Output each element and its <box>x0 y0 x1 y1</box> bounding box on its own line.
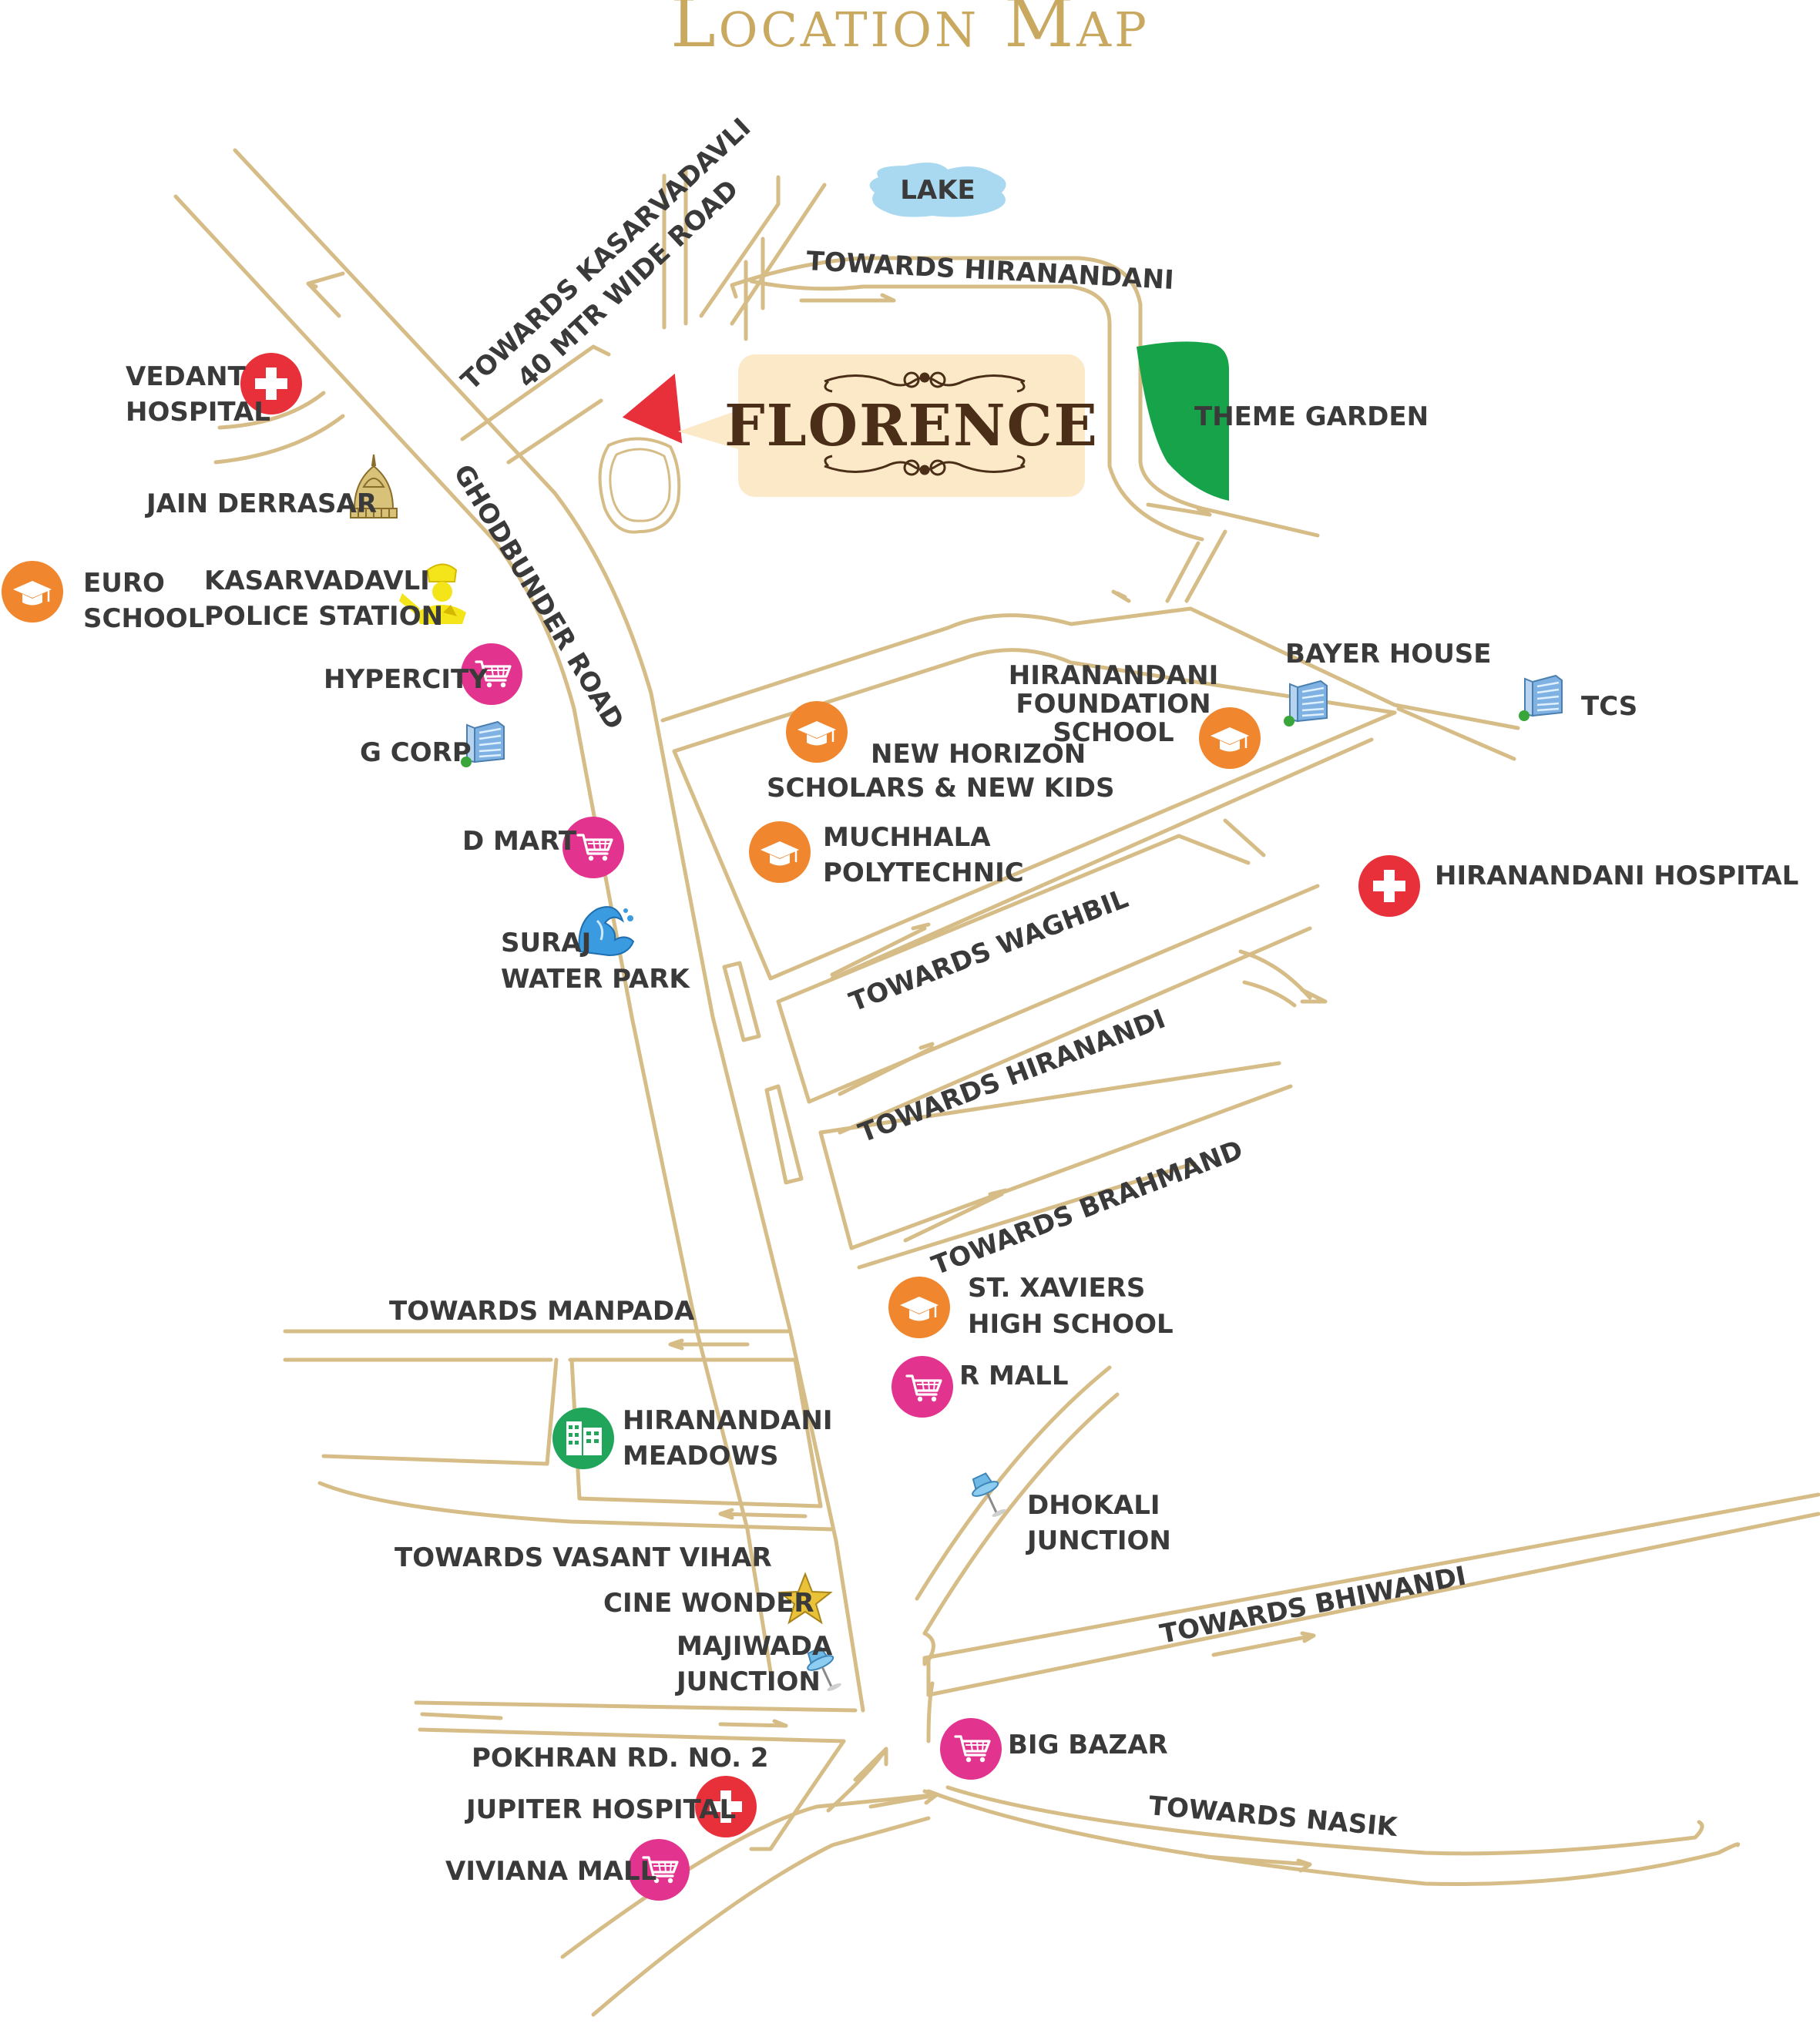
place-big-bazar[interactable]: BIG BAZAR <box>940 1718 1168 1780</box>
place-jupiter-hospital[interactable]: JUPITER HOSPITAL <box>465 1776 757 1837</box>
dhokali-label-2: JUNCTION <box>1026 1525 1171 1556</box>
vedant-label-1: VEDANT <box>126 361 247 392</box>
dmart-label: D MART <box>462 826 577 857</box>
muchhala-label-2: POLYTECHNIC <box>823 857 1024 888</box>
bayer-label: BAYER HOUSE <box>1285 639 1492 669</box>
police-icon <box>399 563 466 624</box>
place-jain-derrasar[interactable]: JAIN DERRASAR <box>145 454 398 519</box>
temple-icon <box>350 454 398 518</box>
place-police-station[interactable]: KASARVADAVLI POLICE STATION <box>204 563 466 633</box>
place-r-mall[interactable]: R MALL <box>892 1356 1069 1418</box>
place-bayer-house[interactable]: BAYER HOUSE <box>1282 639 1492 728</box>
place-cine-wonder[interactable]: CINE WONDER <box>603 1572 833 1625</box>
hfs-label-3: SCHOOL <box>1053 717 1174 748</box>
muchhala-label-1: MUCHHALA <box>823 822 991 853</box>
viviana-label: VIVIANA MALL <box>445 1856 656 1887</box>
police-label-1: KASARVADAVLI <box>204 565 430 596</box>
meadows-label-1: HIRANANDANI <box>623 1405 832 1436</box>
newhorizon-label-2: SCHOLARS & NEW KIDS <box>767 773 1115 804</box>
shopping-icon <box>628 1839 690 1901</box>
road-label-hiranandi: TOWARDS HIRANANDI <box>855 1004 1170 1149</box>
road-label-nasik: TOWARDS NASIK <box>1147 1790 1399 1843</box>
rmall-label: R MALL <box>959 1361 1069 1391</box>
bigbazar-label: BIG BAZAR <box>1008 1730 1168 1760</box>
suraj-label-1: SURAJ <box>501 928 591 958</box>
cine-label: CINE WONDER <box>603 1588 814 1619</box>
road-label-manpada: TOWARDS MANPADA <box>389 1296 695 1327</box>
florence-plot <box>618 369 685 448</box>
shopping-icon <box>892 1356 953 1418</box>
jupiter-label: JUPITER HOSPITAL <box>465 1794 736 1825</box>
place-hypercity[interactable]: HYPERCITY <box>324 643 522 705</box>
place-hiranandani-meadows[interactable]: HIRANANDANI MEADOWS <box>552 1405 832 1472</box>
ornament-bottom <box>824 455 1026 476</box>
road-network <box>173 148 1820 2017</box>
place-new-horizon[interactable]: NEW HORIZON SCHOLARS & NEW KIDS <box>767 701 1115 804</box>
plot-outline <box>598 437 681 534</box>
callout-pointer <box>678 408 744 451</box>
police-label-2: POLICE STATION <box>204 601 443 632</box>
place-viviana-mall[interactable]: VIVIANA MALL <box>445 1839 690 1901</box>
dhokali-label-1: DHOKALI <box>1027 1490 1160 1521</box>
place-dhokali-junction[interactable]: DHOKALI JUNCTION <box>965 1469 1171 1556</box>
road-label-waghbil: TOWARDS WAGHBIL <box>845 883 1133 1018</box>
euro-label-2: SCHOOL <box>83 603 204 634</box>
star-icon <box>777 1572 833 1625</box>
plot-outline-inner <box>609 448 671 522</box>
shopping-icon <box>940 1718 1002 1780</box>
hhospital-label: HIRANANDANI HOSPITAL <box>1435 861 1798 891</box>
lake-shape <box>869 163 1006 217</box>
project-callout[interactable]: FLORENCE <box>724 354 1099 497</box>
place-hiranandani-hospital[interactable]: HIRANANDANI HOSPITAL <box>1358 855 1798 917</box>
place-suraj-water-park[interactable]: SURAJ WATER PARK <box>501 906 690 995</box>
meadows-label-2: MEADOWS <box>623 1441 779 1472</box>
theme-garden-label: THEME GARDEN <box>1194 401 1429 432</box>
tcs-label: TCS <box>1581 691 1637 722</box>
xaviers-label-2: HIGH SCHOOL <box>968 1309 1174 1340</box>
theme-garden-shape <box>1137 341 1229 501</box>
place-hiranandani-foundation-school[interactable]: HIRANANDANI FOUNDATION SCHOOL <box>1009 660 1261 769</box>
jain-label: JAIN DERRASAR <box>145 488 377 519</box>
ornament-top <box>824 371 1026 393</box>
office-building-icon <box>1282 680 1328 728</box>
majiwada-label-2: JUNCTION <box>675 1666 821 1697</box>
place-tcs[interactable]: TCS <box>1517 674 1637 723</box>
xaviers-label-1: ST. XAVIERS <box>968 1273 1145 1304</box>
place-g-corp[interactable]: G CORP <box>360 720 505 769</box>
vedant-label-2: HOSPITAL <box>126 397 270 428</box>
lake-label: LAKE <box>900 175 975 206</box>
road-label-vasant-vihar: TOWARDS VASANT VIHAR <box>395 1542 772 1573</box>
shopping-icon <box>461 643 522 705</box>
project-name: FLORENCE <box>724 393 1099 459</box>
road-label-pokhran: POKHRAN RD. NO. 2 <box>472 1743 769 1774</box>
hypercity-label: HYPERCITY <box>324 664 488 695</box>
office-building-icon <box>1517 674 1563 723</box>
majiwada-label-1: MAJIWADA <box>677 1631 833 1662</box>
place-majiwada-junction[interactable]: MAJIWADA JUNCTION <box>675 1631 847 1697</box>
map-title: Location Map <box>670 0 1150 62</box>
place-vedant-hospital[interactable]: VEDANT HOSPITAL <box>126 353 302 428</box>
place-euro-school[interactable]: EURO SCHOOL <box>2 561 204 634</box>
place-muchhala-polytechnic[interactable]: MUCHHALA POLYTECHNIC <box>749 821 1024 888</box>
wave-icon <box>578 906 635 957</box>
apartment-glyph <box>566 1421 602 1455</box>
road-label-40mtr: 40 MTR WIDE ROAD <box>512 174 745 394</box>
place-st-xaviers[interactable]: ST. XAVIERS HIGH SCHOOL <box>888 1273 1174 1340</box>
suraj-label-2: WATER PARK <box>501 964 690 995</box>
shopping-icon <box>562 817 624 878</box>
place-d-mart[interactable]: D MART <box>462 817 624 878</box>
hfs-label-1: HIRANANDANI <box>1009 660 1218 691</box>
newhorizon-label-1: NEW HORIZON <box>871 739 1086 770</box>
hfs-label-2: FOUNDATION <box>1016 689 1211 720</box>
euro-label-1: EURO <box>83 568 165 599</box>
gcorp-label: G CORP <box>360 737 472 768</box>
